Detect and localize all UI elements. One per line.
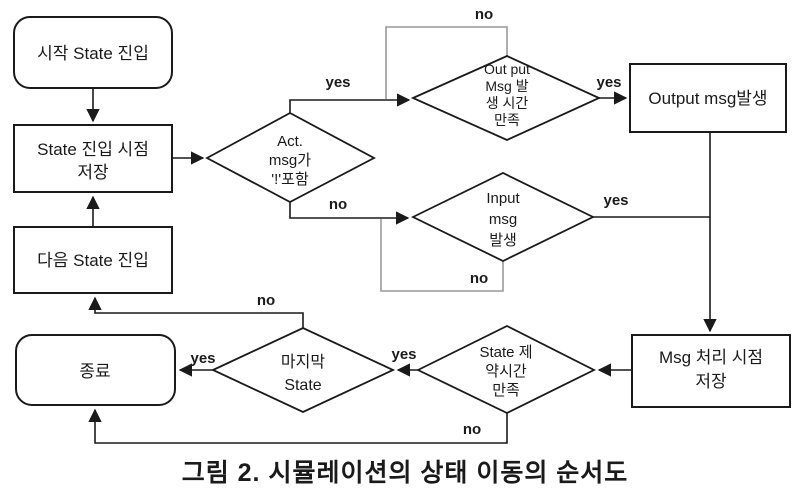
connector-last-no-to-next	[88, 296, 304, 328]
loop-output-check-no	[385, 26, 508, 99]
last-state-decision	[210, 327, 396, 413]
act-decision-label-line2: msg가	[269, 152, 311, 169]
output-msg-label: Output msg발생	[648, 89, 767, 108]
start-state-node	[13, 16, 173, 89]
edge-label-yes-constraint: yes	[391, 346, 416, 363]
last-state-label-line1: 마지막	[281, 353, 325, 371]
connector-act-yes-to-output-check	[289, 93, 411, 113]
figure-caption: 그림 2. 시뮬레이션의 상태 이동의 순서도	[182, 459, 629, 487]
save-entry-label-line1: State 진입 시점	[37, 140, 149, 159]
output-check-label-line3: 생 시간	[486, 95, 529, 111]
constraint-label-line1: State 제	[480, 344, 533, 361]
constraint-label-line2: 약시간	[485, 363, 527, 380]
edge-label-yes-input: yes	[603, 192, 628, 209]
connector-constraint-no-to-end	[88, 408, 508, 444]
msg-save-time-node	[631, 334, 791, 408]
save-entry-label-line2: 저장	[77, 163, 109, 182]
state-constraint-decision	[415, 324, 597, 415]
connector-act-no-to-input-check	[289, 202, 410, 225]
output-msg-node	[629, 63, 787, 133]
edge-label-no-constraint: no	[463, 421, 481, 438]
input-msg-decision	[410, 171, 596, 263]
end-node	[15, 334, 176, 406]
edge-label-yes-last-end: yes	[190, 350, 215, 367]
end-label: 종료	[79, 362, 110, 381]
output-check-label-line2: Msg 발	[485, 78, 528, 94]
loop-input-check-no	[380, 219, 504, 292]
edge-label-no-act-input: no	[329, 196, 347, 213]
input-check-label-line3: 발생	[489, 232, 517, 249]
input-check-label-line1: Input	[486, 190, 520, 207]
act-decision-label-line1: Act.	[277, 133, 303, 150]
start-state-label: 시작 State 진입	[37, 44, 149, 63]
edge-label-no-output-loop: no	[475, 6, 493, 23]
output-msg-time-decision	[410, 55, 602, 141]
act-decision-label-line3: '!'포함	[271, 171, 309, 188]
msg-save-label-line1: Msg 처리 시점	[659, 348, 763, 367]
next-state-node	[13, 226, 173, 294]
last-state-label-line2: State	[284, 377, 321, 394]
edge-label-yes-act-output: yes	[325, 74, 350, 91]
save-entry-time-node	[13, 124, 173, 193]
constraint-label-line3: 만족	[492, 382, 520, 399]
edge-label-no-input-loop: no	[470, 270, 488, 287]
output-check-label-line4: 만족	[494, 112, 520, 128]
msg-save-label-line2: 저장	[695, 372, 727, 391]
next-state-label: 다음 State 진입	[37, 251, 149, 270]
input-check-label-line2: msg	[489, 211, 517, 228]
edge-label-no-last-next: no	[257, 292, 275, 309]
act-msg-decision	[205, 111, 376, 204]
output-check-label-line1: Out put	[484, 61, 530, 77]
edge-label-yes-output-box: yes	[596, 74, 621, 91]
